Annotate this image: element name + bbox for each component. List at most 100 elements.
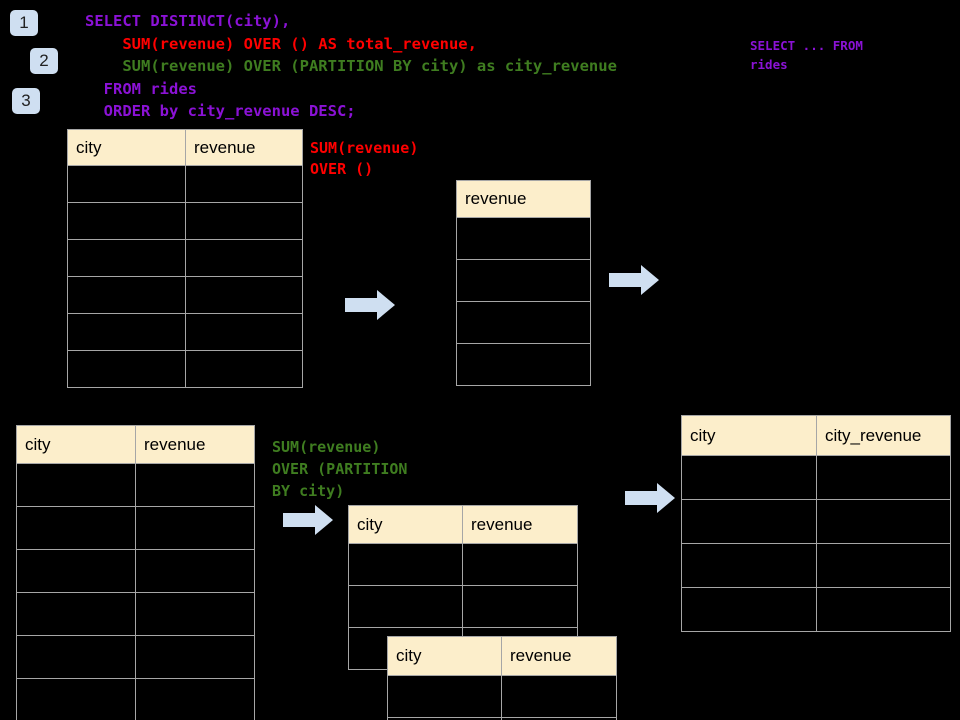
- step-badge-1[interactable]: 1: [10, 10, 38, 36]
- table-row: [387, 675, 617, 718]
- table-row: [67, 350, 303, 388]
- cell-revenue: [456, 343, 591, 386]
- sql-line-from: FROM rides: [85, 80, 197, 98]
- result-table: city city_revenue: [681, 415, 951, 632]
- table-row: [456, 301, 591, 344]
- cell-revenue: [456, 259, 591, 302]
- table-row: [16, 549, 255, 593]
- table-row: [681, 587, 951, 632]
- table-row: [456, 343, 591, 386]
- table-row: [16, 463, 255, 507]
- cell-revenue: [501, 675, 617, 718]
- table-row: [387, 717, 617, 720]
- cell-city: [348, 543, 463, 586]
- table-row: [16, 506, 255, 550]
- cell-city: [681, 543, 817, 588]
- source-table-bottom: city revenue: [16, 425, 255, 720]
- cell-revenue: [501, 717, 617, 720]
- step-badge-2[interactable]: 2: [30, 48, 58, 74]
- column-header-city: city: [67, 129, 186, 166]
- cell-revenue: [135, 635, 255, 679]
- cell-city: [16, 506, 136, 550]
- column-header-revenue: revenue: [456, 180, 591, 218]
- partition-table-front: city revenue: [387, 636, 617, 720]
- step-badge-3[interactable]: 3: [12, 88, 40, 114]
- cell-city: [16, 635, 136, 679]
- cell-city-revenue: [816, 543, 951, 588]
- cell-revenue: [135, 463, 255, 507]
- column-header-city: city: [348, 505, 463, 544]
- column-header-city: city: [16, 425, 136, 464]
- cell-city-revenue: [816, 499, 951, 544]
- sql-line-select: SELECT DISTINCT(city),: [85, 12, 291, 30]
- cell-city: [16, 463, 136, 507]
- sql-line-order-by: ORDER by city_revenue DESC;: [85, 102, 356, 120]
- cell-city-revenue: [816, 455, 951, 500]
- cell-revenue: [135, 549, 255, 593]
- table-header-row: city revenue: [16, 425, 255, 464]
- table-row: [348, 543, 578, 586]
- cell-revenue: [185, 276, 303, 314]
- total-revenue-table: revenue: [456, 180, 591, 386]
- cell-city: [67, 276, 186, 314]
- column-header-revenue: revenue: [185, 129, 303, 166]
- arrow-partition-to-result: [625, 483, 675, 513]
- table-header-row: city revenue: [387, 636, 617, 676]
- cell-city: [67, 202, 186, 240]
- note-sum-over-empty: SUM(revenue) OVER (): [310, 139, 419, 178]
- table-row: [16, 635, 255, 679]
- cell-city: [16, 678, 136, 720]
- cell-revenue: [185, 313, 303, 351]
- cell-revenue: [185, 239, 303, 277]
- cell-revenue: [462, 585, 578, 628]
- table-row: [681, 543, 951, 588]
- source-table-top: city revenue: [67, 129, 303, 388]
- cell-revenue: [185, 165, 303, 203]
- cell-city: [67, 239, 186, 277]
- column-header-city: city: [681, 415, 817, 456]
- cell-city: [16, 592, 136, 636]
- arrow-total-to-result: [609, 265, 659, 295]
- sql-line-total-revenue: SUM(revenue) OVER () AS total_revenue,: [85, 35, 477, 53]
- table-row: [67, 202, 303, 240]
- column-header-city-revenue: city_revenue: [816, 415, 951, 456]
- cell-city: [681, 455, 817, 500]
- cell-city: [16, 549, 136, 593]
- table-row: [67, 239, 303, 277]
- table-row: [67, 276, 303, 314]
- sql-line-city-revenue: SUM(revenue) OVER (PARTITION BY city) as…: [85, 57, 617, 75]
- arrow-source-to-partition: [283, 505, 333, 535]
- table-header-row: city revenue: [67, 129, 303, 166]
- column-header-revenue: revenue: [501, 636, 617, 676]
- cell-city: [67, 313, 186, 351]
- column-header-revenue: revenue: [135, 425, 255, 464]
- table-row: [67, 313, 303, 351]
- table-row: [348, 585, 578, 628]
- cell-city: [681, 587, 817, 632]
- table-row: [681, 455, 951, 500]
- column-header-revenue: revenue: [462, 505, 578, 544]
- cell-revenue: [456, 217, 591, 260]
- cell-revenue: [135, 678, 255, 720]
- cell-city: [387, 675, 502, 718]
- cell-city: [67, 350, 186, 388]
- cell-revenue: [462, 543, 578, 586]
- cell-city: [348, 585, 463, 628]
- table-header-row: city revenue: [348, 505, 578, 544]
- cell-city: [67, 165, 186, 203]
- cell-revenue: [185, 202, 303, 240]
- cell-revenue: [135, 592, 255, 636]
- table-header-row: city city_revenue: [681, 415, 951, 456]
- cell-city-revenue: [816, 587, 951, 632]
- cell-revenue: [185, 350, 303, 388]
- table-header-row: revenue: [456, 180, 591, 218]
- column-header-city: city: [387, 636, 502, 676]
- table-row: [681, 499, 951, 544]
- table-row: [456, 259, 591, 302]
- cell-revenue: [456, 301, 591, 344]
- cell-city: [681, 499, 817, 544]
- note-sum-over-partition: SUM(revenue) OVER (PARTITION BY city): [272, 438, 408, 500]
- note-select-from-rides: SELECT ... FROM rides: [750, 38, 863, 72]
- table-row: [16, 678, 255, 720]
